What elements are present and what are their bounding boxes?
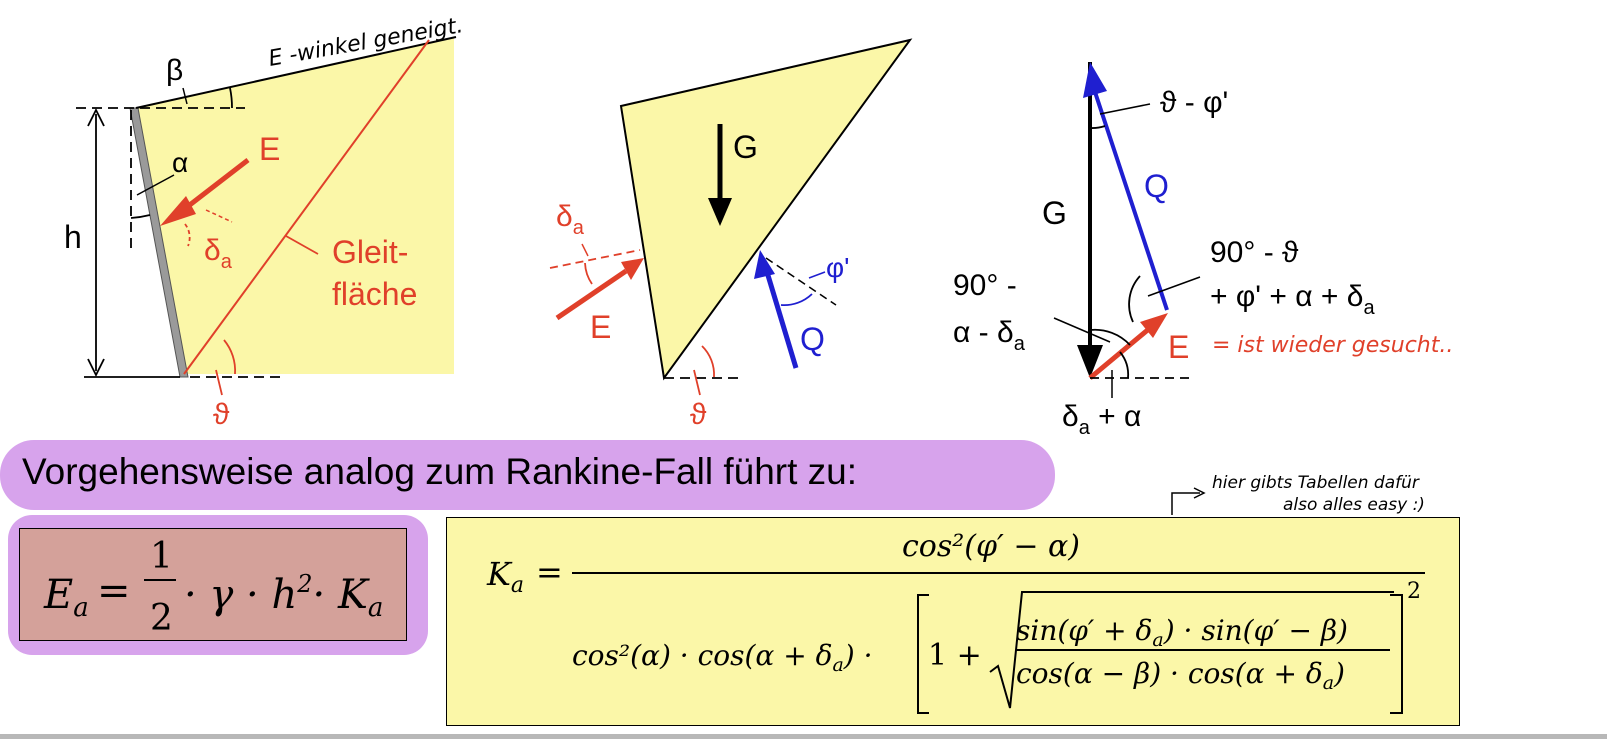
flaeche-label: fläche [332, 276, 417, 312]
Q-vector [1093, 91, 1169, 311]
svg-text:cos(α − β) · cos(α + δa): cos(α − β) · cos(α + δa) [1016, 657, 1345, 694]
retaining-wall [129, 107, 189, 378]
svg-text:· γ · h2· Ka: · γ · h2· Ka [184, 570, 383, 623]
svg-text:2: 2 [1407, 579, 1421, 604]
soil-wedge-1 [136, 38, 454, 374]
diagram-3-force-polygon: G Q E ϑ - φ' 90° - ϑ + φ' + α + δa 90° -… [953, 62, 1453, 439]
earth-force-arrow-2 [555, 268, 628, 321]
svg-text:Ea: Ea [43, 572, 89, 623]
alpha-label: α [172, 147, 188, 178]
surface-line [135, 36, 457, 109]
E-label: E [259, 131, 280, 167]
diagram-1-wedge-with-wall: h β α Gleit- fläche ϑ E δa E -winkel gen… [64, 13, 465, 431]
note-line-1: hier gibts Tabellen dafür [1212, 473, 1420, 493]
formula-ka: Ka = cos²(φ′ − α) cos²(α) · cos(α + δa) … [486, 529, 1425, 714]
right-angle-label-1: 90° - ϑ [1210, 236, 1299, 269]
bottom-divider [0, 734, 1607, 739]
svg-text:1 +: 1 + [928, 638, 982, 673]
formula-ea: Ea = 1 2 · γ · h2· Ka [43, 536, 383, 639]
formula-ea-box [19, 528, 407, 641]
heading-text: Vorgehensweise analog zum Rankine-Fall f… [22, 451, 858, 492]
G-label-2: G [733, 129, 758, 165]
svg-text:Ka: Ka [486, 555, 524, 598]
soil-wedge-2 [619, 38, 913, 381]
E-label-2: E [590, 309, 611, 345]
G-label-3: G [1042, 195, 1067, 231]
gleit-label: Gleit- [332, 234, 408, 270]
reaction-force-arrow [764, 271, 799, 369]
heading-highlight [0, 440, 1055, 510]
handwritten-note-E: = ist wieder gesucht.. [1212, 333, 1453, 358]
svg-text:=: = [97, 568, 131, 614]
note-line-2: also alles easy :) [1283, 495, 1425, 515]
E-label-3: E [1168, 329, 1189, 365]
right-angle-label-2: + φ' + α + δa [1210, 280, 1375, 319]
tables-note: hier gibts Tabellen dafür also alles eas… [1171, 473, 1425, 515]
theta-minus-phi-label: ϑ - φ' [1160, 86, 1228, 119]
svg-text:sin(φ′ + δa) · sin(φ′ − β): sin(φ′ + δa) · sin(φ′ − β) [1016, 614, 1348, 651]
bottom-angle-label: δa + α [1062, 400, 1141, 439]
Q-label-3: Q [1144, 168, 1169, 204]
formula-ka-box [446, 517, 1460, 726]
svg-text:=: = [536, 553, 563, 591]
height-label: h [64, 219, 82, 255]
delta-a-label-2: δa [556, 200, 585, 239]
svg-text:cos²(α) · cos(α + δa) ·: cos²(α) · cos(α + δa) · [572, 639, 873, 676]
phi-label-2: φ' [826, 252, 850, 283]
svg-text:2: 2 [150, 598, 173, 639]
diagram-2-wedge: G E δa φ' Q ϑ [549, 38, 913, 431]
Q-label-2: Q [800, 321, 825, 357]
beta-label: β [166, 54, 183, 87]
svg-text:cos²(φ′ − α): cos²(φ′ − α) [902, 529, 1080, 564]
theta-label: ϑ [213, 398, 230, 431]
left-angle-label-2: α - δa [953, 316, 1026, 355]
delta-a-label: δa [204, 234, 233, 273]
theta-label-2: ϑ [690, 398, 707, 431]
slip-surface [183, 39, 430, 375]
left-angle-label-1: 90° - [953, 269, 1017, 302]
svg-text:1: 1 [150, 536, 173, 577]
